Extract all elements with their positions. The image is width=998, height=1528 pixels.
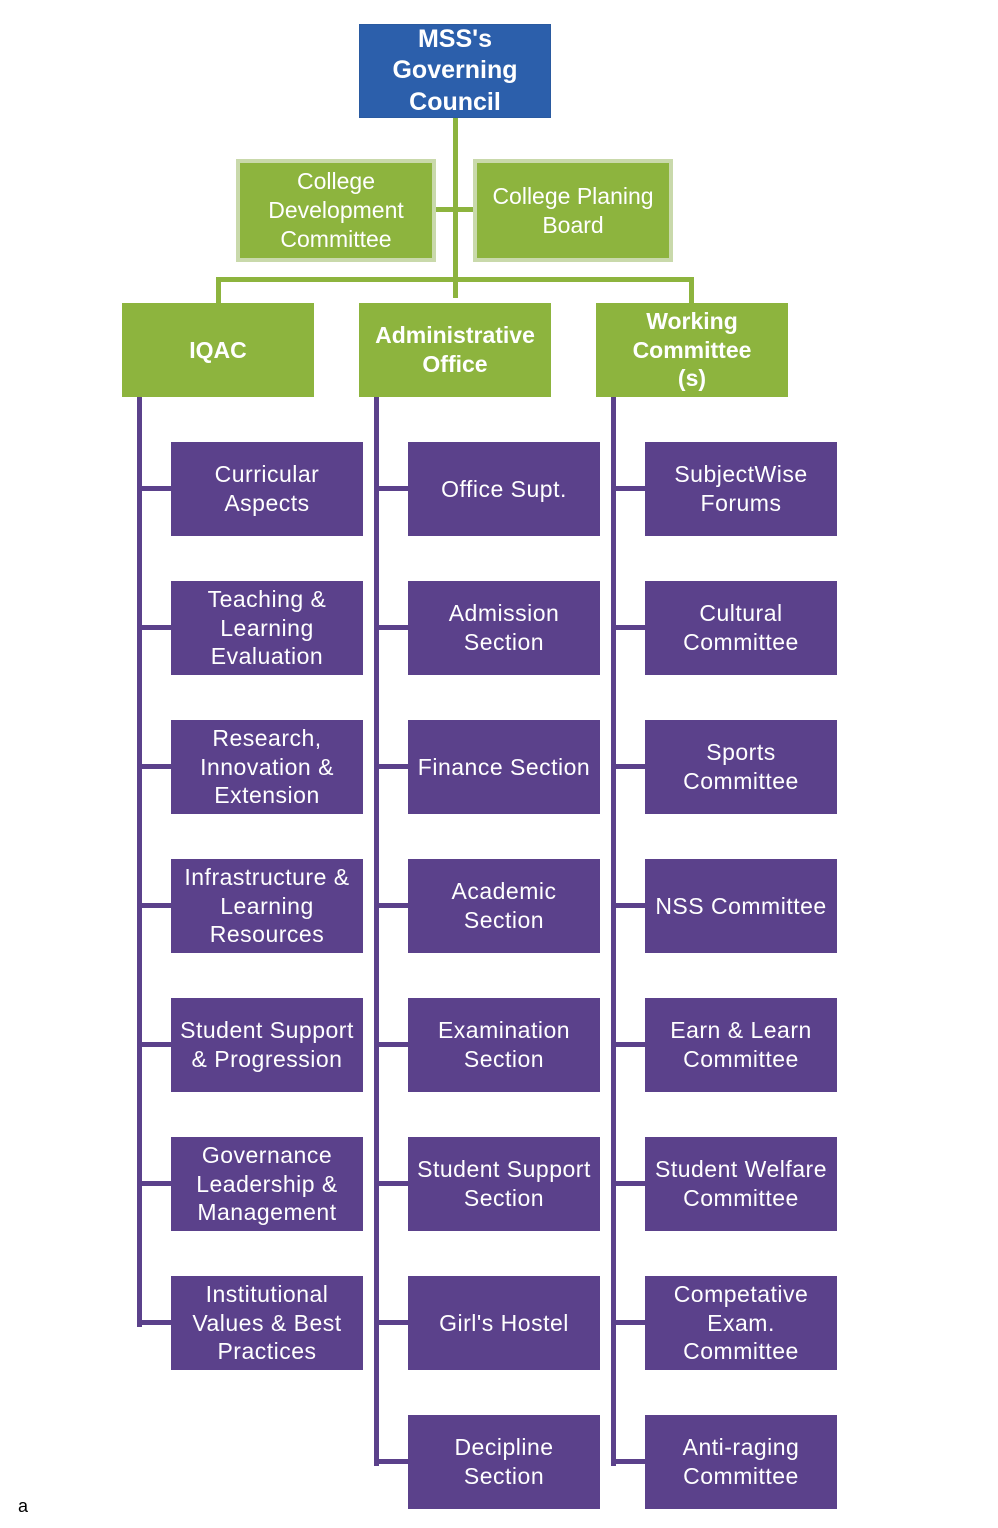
iqac-branch xyxy=(137,1181,171,1186)
iqac-branch xyxy=(137,764,171,769)
admin-item: Admission Section xyxy=(408,581,600,675)
admin-branch xyxy=(374,1320,408,1325)
working-item: Cultural Committee xyxy=(645,581,837,675)
footer-note: a xyxy=(18,1496,29,1516)
admin-item: Decipline Section xyxy=(408,1415,600,1509)
admin-item: Girl's Hostel xyxy=(408,1276,600,1370)
iqac-item: Student Support & Progression xyxy=(171,998,363,1092)
admin-item: Office Supt. xyxy=(408,442,600,536)
working-item: Earn & Learn Committee xyxy=(645,998,837,1092)
iqac-item: Infrastructure & Learning Resources xyxy=(171,859,363,953)
admin-branch xyxy=(374,1042,408,1047)
admin-item: Academic Section xyxy=(408,859,600,953)
admin-branch xyxy=(374,764,408,769)
working-branch xyxy=(611,486,645,491)
governing-council-node: MSS's Governing Council xyxy=(359,24,551,118)
admin-branch xyxy=(374,625,408,630)
working-spine xyxy=(611,397,616,1466)
iqac-spine xyxy=(137,397,142,1327)
iqac-item: Institutional Values & Best Practices xyxy=(171,1276,363,1370)
college-planning-board-node: College Planing Board xyxy=(473,159,673,262)
iqac-branch xyxy=(137,486,171,491)
iqac-item: Governance Leadership & Management xyxy=(171,1137,363,1231)
admin-item: Examination Section xyxy=(408,998,600,1092)
working-item: Competative Exam. Committee xyxy=(645,1276,837,1370)
iqac-branch xyxy=(137,1320,171,1325)
administrative-office-node: Administrative Office xyxy=(359,303,551,397)
working-item: Anti-raging Committee xyxy=(645,1415,837,1509)
connector-side-horizontal xyxy=(434,207,476,212)
working-branch xyxy=(611,1320,645,1325)
connector-working-drop xyxy=(689,277,694,303)
working-branch xyxy=(611,1181,645,1186)
working-branch xyxy=(611,625,645,630)
connector-heads-horizontal xyxy=(216,277,694,282)
admin-branch xyxy=(374,486,408,491)
admin-spine xyxy=(374,397,379,1466)
working-branch xyxy=(611,1459,645,1464)
working-branch xyxy=(611,903,645,908)
college-development-committee-node: College Development Committee xyxy=(236,159,436,262)
admin-branch xyxy=(374,1181,408,1186)
iqac-node: IQAC xyxy=(122,303,314,397)
working-branch xyxy=(611,1042,645,1047)
admin-branch xyxy=(374,903,408,908)
working-item: SubjectWise Forums xyxy=(645,442,837,536)
working-item: NSS Committee xyxy=(645,859,837,953)
iqac-branch xyxy=(137,625,171,630)
admin-item: Student Support Section xyxy=(408,1137,600,1231)
connector-iqac-drop xyxy=(216,277,221,303)
iqac-branch xyxy=(137,903,171,908)
working-item: Student Welfare Committee xyxy=(645,1137,837,1231)
admin-branch xyxy=(374,1459,408,1464)
admin-item: Finance Section xyxy=(408,720,600,814)
working-item: Sports Committee xyxy=(645,720,837,814)
iqac-item: Curricular Aspects xyxy=(171,442,363,536)
working-committees-node: Working Committee (s) xyxy=(596,303,788,397)
working-branch xyxy=(611,764,645,769)
iqac-branch xyxy=(137,1042,171,1047)
iqac-item: Research, Innovation & Extension xyxy=(171,720,363,814)
iqac-item: Teaching & Learning Evaluation xyxy=(171,581,363,675)
